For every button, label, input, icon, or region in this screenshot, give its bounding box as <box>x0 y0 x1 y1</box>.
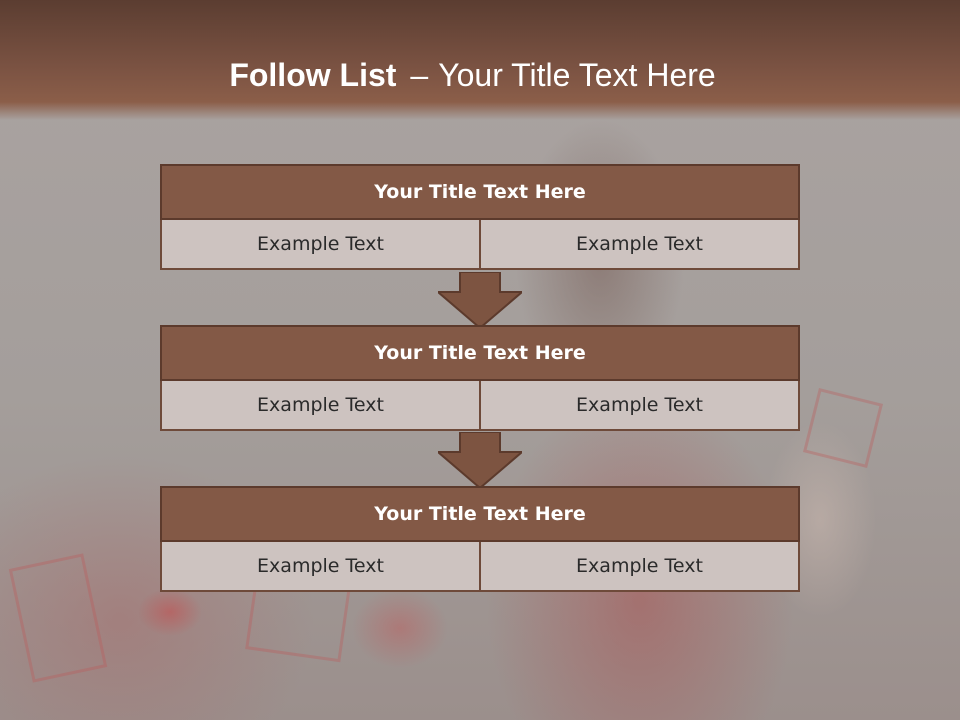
block-cell-left: Example Text <box>160 542 479 592</box>
block-title: Your Title Text Here <box>160 164 800 220</box>
arrow-down-icon <box>438 272 522 328</box>
block-cell-right: Example Text <box>479 220 800 270</box>
page-title-rest: Your Title Text Here <box>438 57 716 93</box>
block-cell-right: Example Text <box>479 542 800 592</box>
page-title-separator: – <box>410 57 429 93</box>
block-row: Example Text Example Text <box>160 220 800 270</box>
block-cell-right: Example Text <box>479 381 800 431</box>
block-cell-left: Example Text <box>160 381 479 431</box>
title-banner <box>0 0 960 120</box>
block-cell-left: Example Text <box>160 220 479 270</box>
page-title-bold: Follow List <box>229 57 397 93</box>
block-row: Example Text Example Text <box>160 381 800 431</box>
follow-block-3: Your Title Text Here Example Text Exampl… <box>160 486 800 592</box>
block-title: Your Title Text Here <box>160 486 800 542</box>
follow-block-2: Your Title Text Here Example Text Exampl… <box>160 325 800 431</box>
arrow-down-icon <box>438 432 522 488</box>
page-title: Follow List–Your Title Text Here <box>0 54 945 96</box>
follow-block-1: Your Title Text Here Example Text Exampl… <box>160 164 800 270</box>
block-row: Example Text Example Text <box>160 542 800 592</box>
block-title: Your Title Text Here <box>160 325 800 381</box>
